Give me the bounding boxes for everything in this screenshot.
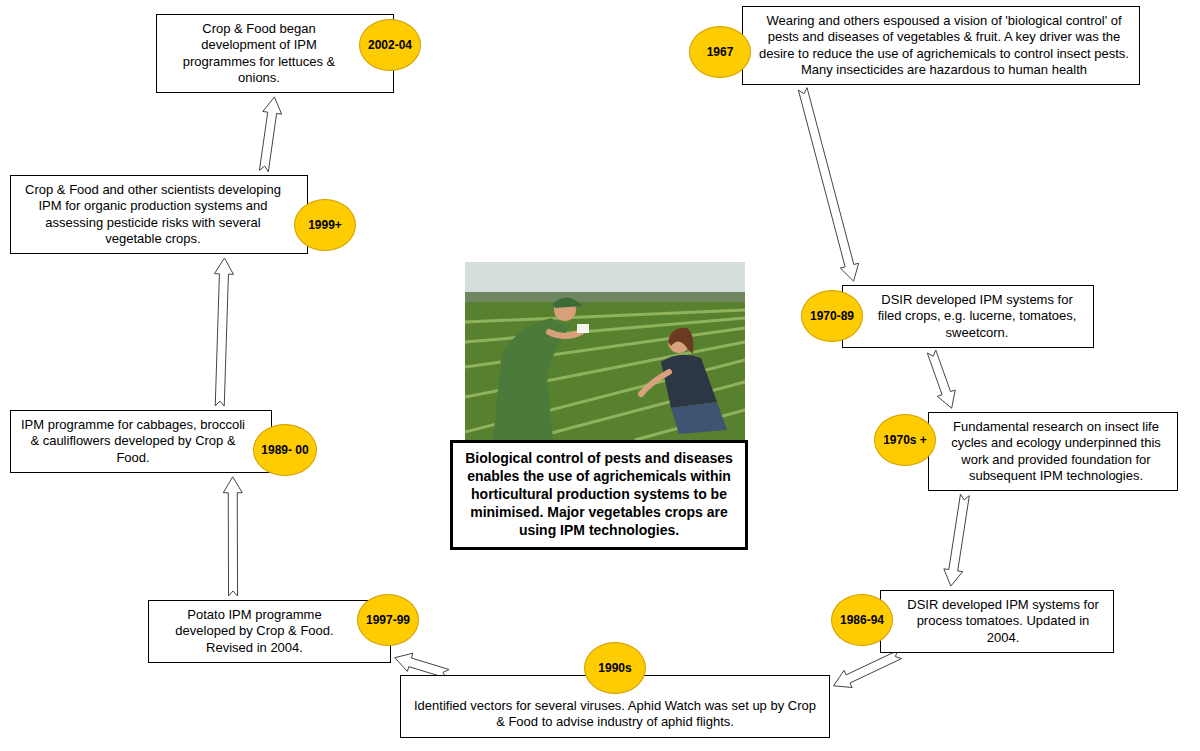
cycle-arrow — [927, 350, 955, 408]
year-label: 2002-04 — [368, 38, 412, 52]
summary-text: Biological control of pests and diseases… — [461, 450, 737, 540]
photo-woman-arm — [641, 372, 669, 394]
year-circle: 1989- 00 — [253, 424, 317, 476]
year-circle: 1997-99 — [357, 594, 419, 646]
milestone-text: IPM programme for cabbages, broccoli & c… — [19, 417, 247, 466]
milestone-box: 1999+Crop & Food and other scientists de… — [10, 175, 308, 254]
milestone-box: 1970-89DSIR developed IPM systems for fi… — [842, 285, 1094, 348]
milestone-box: 1989- 00IPM programme for cabbages, broc… — [10, 410, 272, 473]
year-label: 1990s — [598, 661, 631, 675]
cycle-arrow — [798, 88, 858, 281]
photo-crop-rows — [465, 310, 745, 440]
photo-man-sample — [577, 324, 589, 333]
cycle-arrow — [214, 258, 233, 406]
year-circle: 1970-89 — [801, 290, 863, 342]
milestone-text: Wearing and others espoused a vision of … — [757, 13, 1131, 78]
milestone-text: DSIR developed IPM systems for process t… — [901, 597, 1105, 646]
cycle-arrow — [223, 477, 242, 596]
year-label: 1997-99 — [366, 613, 410, 627]
year-label: 1986-94 — [840, 613, 884, 627]
field-photo — [465, 262, 745, 440]
milestone-box: 2002-04Crop & Food began development of … — [156, 14, 394, 93]
cycle-arrow — [259, 97, 281, 172]
photo-man-cap — [553, 297, 583, 308]
milestone-text: Identified vectors for several viruses. … — [411, 698, 819, 731]
year-circle: 1967 — [689, 26, 751, 78]
year-circle: 2002-04 — [359, 19, 421, 71]
summary-box: Biological control of pests and diseases… — [450, 440, 748, 550]
milestone-text: DSIR developed IPM systems for filed cro… — [869, 292, 1085, 341]
milestone-text: Potato IPM programme developed by Crop &… — [157, 607, 352, 656]
milestone-box: 1970s +Fundamental research on insect li… — [928, 412, 1178, 491]
milestone-text: Crop & Food and other scientists develop… — [19, 182, 287, 247]
year-circle: 1986-94 — [831, 594, 893, 646]
milestone-box: 1997-99Potato IPM programme developed by… — [148, 600, 391, 663]
milestone-text: Crop & Food began development of IPM pro… — [165, 21, 353, 86]
milestone-box: 1967Wearing and others espoused a vision… — [742, 6, 1140, 85]
milestone-box: 1990sIdentified vectors for several viru… — [400, 675, 830, 738]
photo-field — [465, 302, 745, 440]
photo-man-arm — [549, 332, 581, 336]
year-circle: 1999+ — [294, 199, 356, 251]
year-label: 1999+ — [308, 218, 342, 232]
milestone-text: Fundamental research on insect life cycl… — [943, 419, 1169, 484]
year-label: 1989- 00 — [261, 443, 308, 457]
photo-woman-hair — [668, 328, 693, 354]
year-label: 1970-89 — [810, 309, 854, 323]
year-label: 1970s + — [883, 433, 927, 447]
cycle-arrow — [834, 650, 902, 687]
milestone-box: 1986-94DSIR developed IPM systems for pr… — [880, 590, 1114, 653]
photo-woman-top — [661, 355, 717, 408]
cycle-arrow — [944, 494, 969, 586]
year-circle: 1970s + — [874, 414, 936, 466]
year-circle: 1990s — [584, 642, 646, 694]
year-label: 1967 — [707, 45, 734, 59]
photo-woman-jeans — [671, 402, 727, 434]
